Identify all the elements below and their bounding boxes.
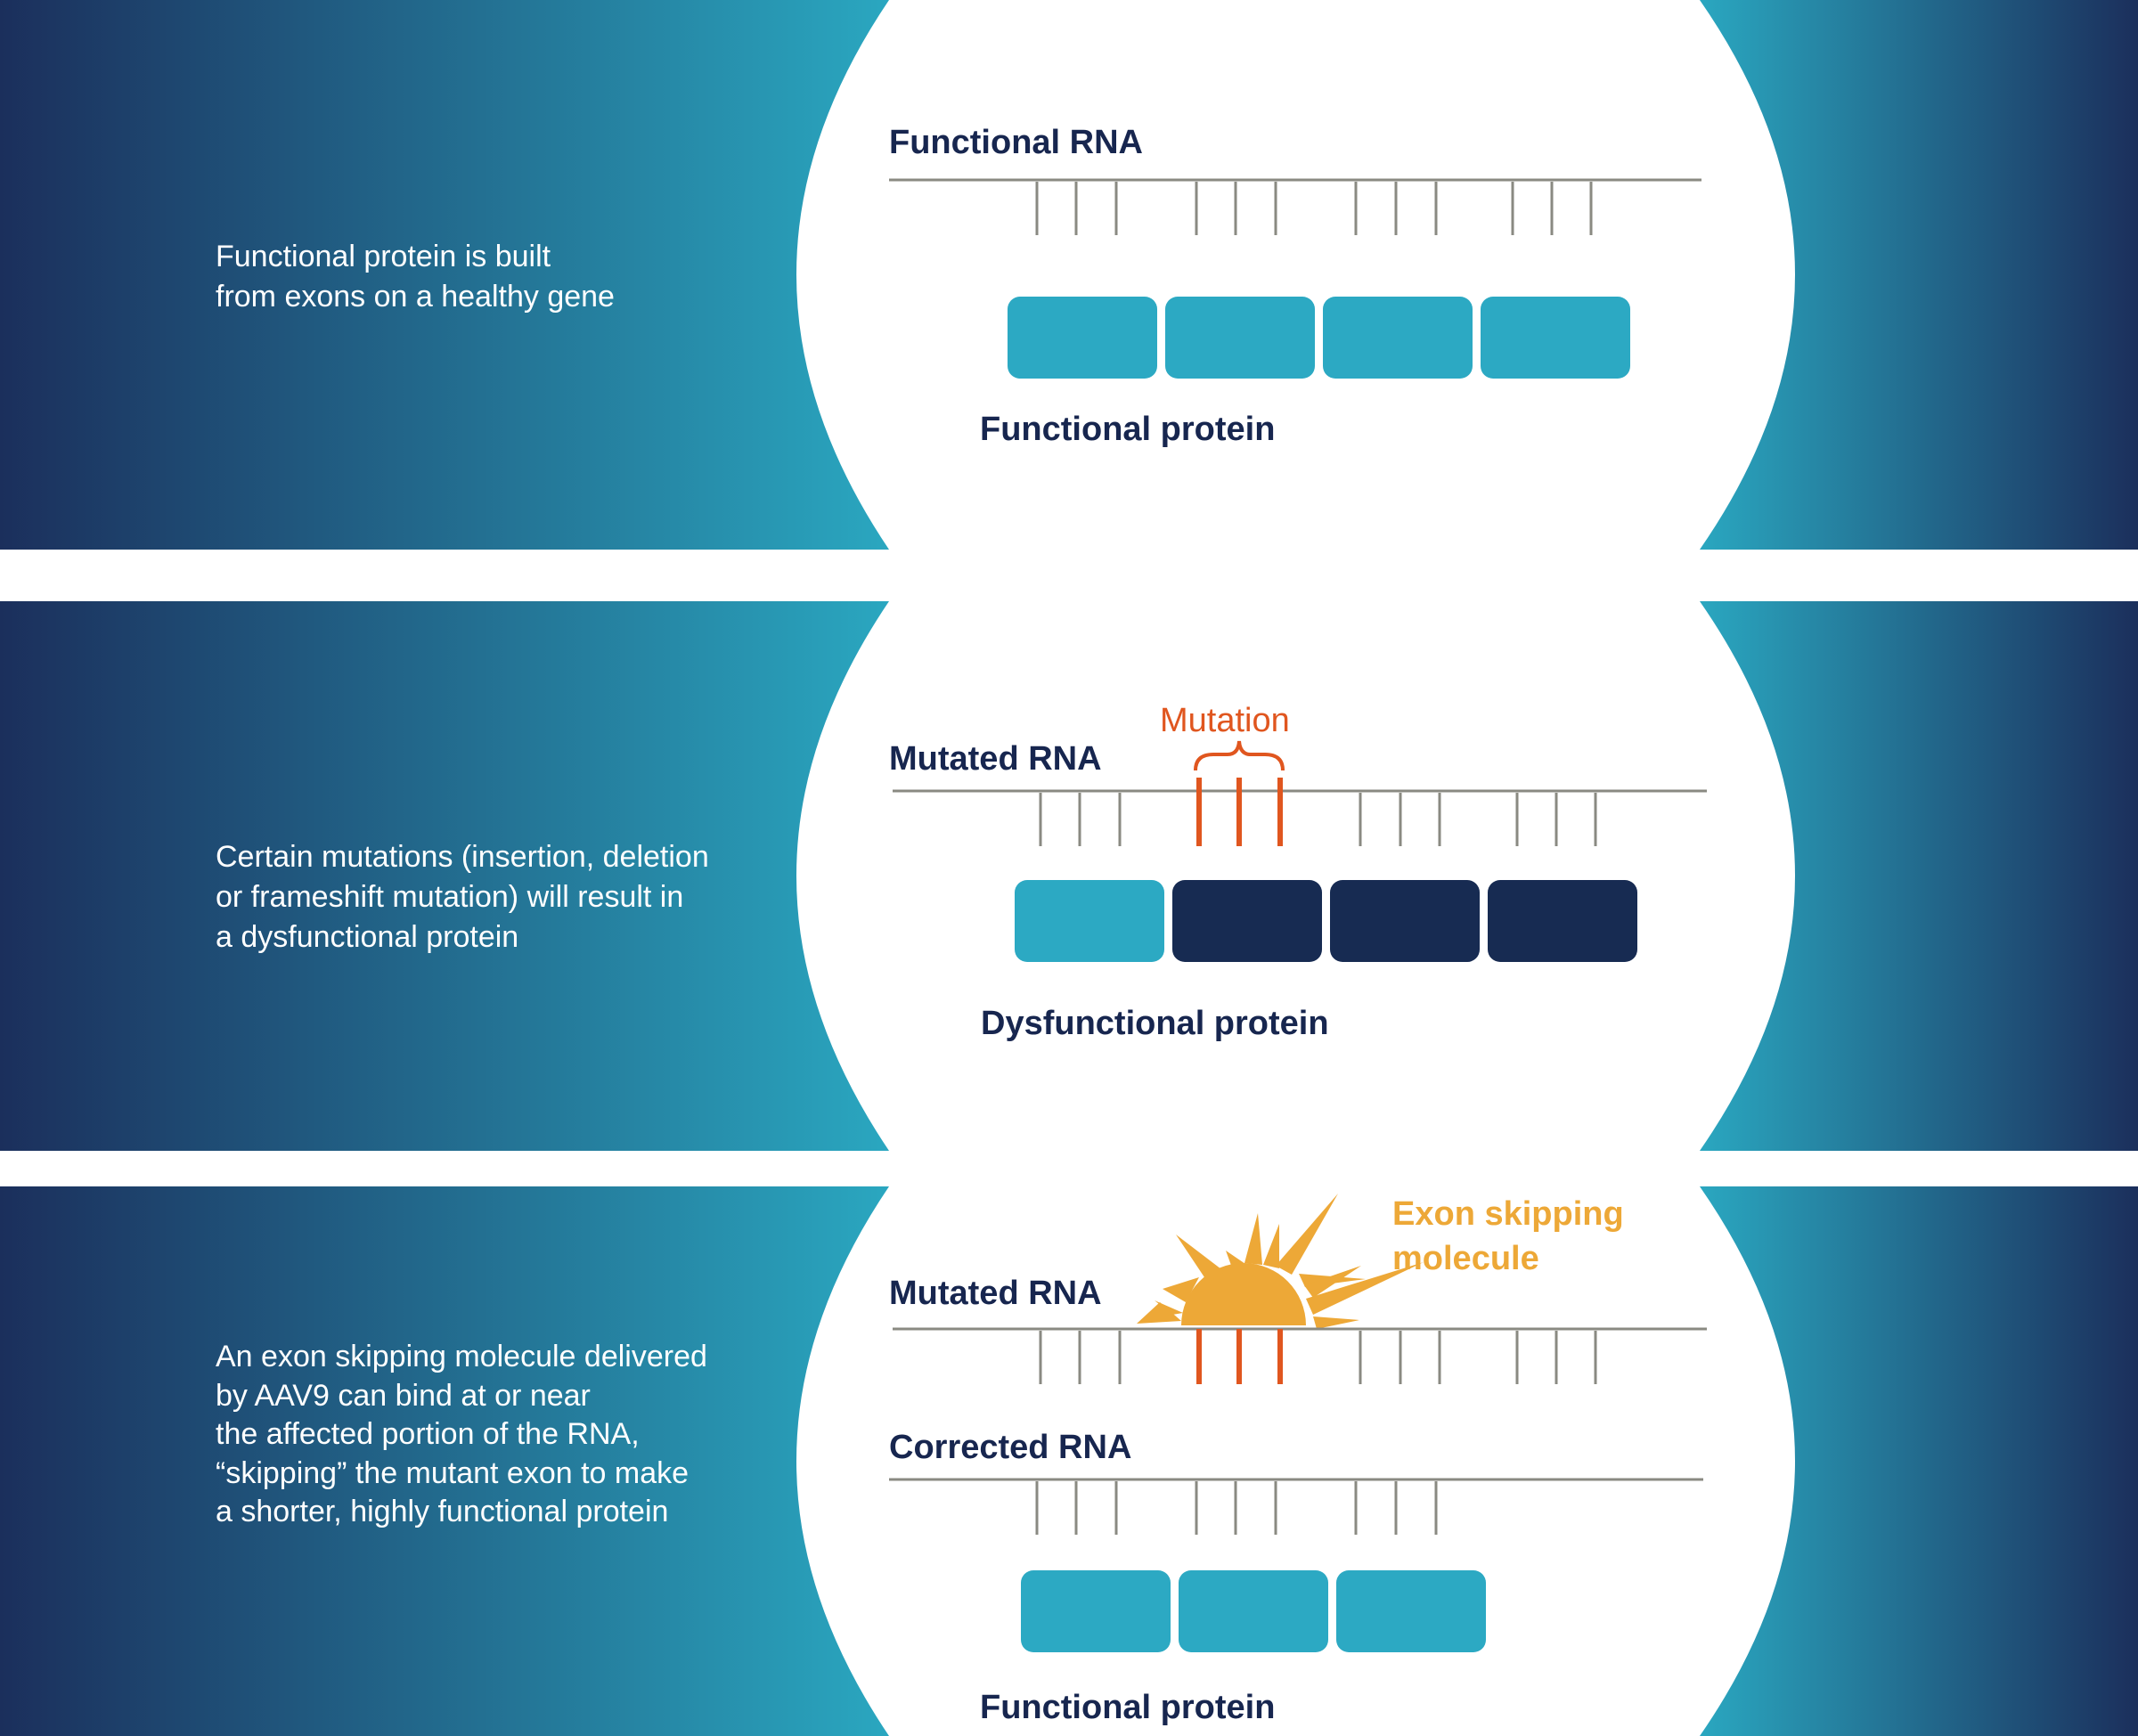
description-line: “skipping” the mutant exon to make	[216, 1455, 690, 1490]
corrected-rna-ticks	[1035, 1481, 1438, 1535]
panel-exon-skipping: Exon skipping molecule Mutated RNA Corre…	[0, 1186, 2138, 1736]
mutation-ticks	[1196, 778, 1283, 846]
corrected-rna-label: Corrected RNA	[889, 1429, 1131, 1466]
exon-block	[1165, 297, 1315, 379]
panel-description: Certain mutations (insertion, deletion o…	[216, 837, 709, 958]
description-line: Certain mutations (insertion, deletion	[216, 840, 709, 874]
molecule-label: molecule	[1392, 1240, 1539, 1277]
description-line: by AAV9 can bind at or near	[216, 1378, 591, 1413]
rna-label: Mutated RNA	[889, 740, 1102, 778]
exon-block	[1008, 297, 1157, 379]
description-line: Functional protein is built	[216, 240, 551, 273]
panel-mutated-gene: Mutation Mutated RNA Dysfunctional prote…	[0, 601, 2138, 1151]
exon-skipping-molecule-icon	[1137, 1194, 1424, 1329]
protein-label: Functional protein	[980, 411, 1275, 448]
rna-ticks	[1039, 1331, 1597, 1384]
exon-block-dysfunctional	[1172, 880, 1322, 962]
exon-block-dysfunctional	[1488, 880, 1637, 962]
exon-block	[1179, 1570, 1328, 1652]
exon-block	[1481, 297, 1630, 379]
rna-ticks	[1039, 793, 1597, 846]
panel-background: Mutation Mutated RNA Dysfunctional prote…	[0, 601, 2138, 1151]
rna-label: Mutated RNA	[889, 1275, 1102, 1312]
mutation-ticks	[1196, 1329, 1283, 1384]
rna-ticks	[1035, 182, 1593, 235]
exon-block	[1021, 1570, 1171, 1652]
exon-block	[1336, 1570, 1486, 1652]
description-line: the affected portion of the RNA,	[216, 1417, 640, 1451]
description-line: or frameshift mutation) will result in	[216, 880, 684, 914]
description-line: a shorter, highly functional protein	[216, 1495, 669, 1528]
exon-block-dysfunctional	[1330, 880, 1480, 962]
molecule-label: Exon skipping	[1392, 1195, 1624, 1233]
exon-block	[1015, 880, 1164, 962]
mutation-label: Mutation	[1160, 702, 1290, 739]
panel-background: Exon skipping molecule Mutated RNA Corre…	[0, 1186, 2138, 1736]
protein-label: Dysfunctional protein	[981, 1005, 1329, 1042]
panel-background: Functional RNA Functional protein	[0, 0, 2138, 550]
description-line: from exons on a healthy gene	[216, 280, 615, 314]
panel-description: Functional protein is built from exons o…	[216, 237, 615, 317]
panel-healthy-gene: Functional RNA Functional protein Functi…	[0, 0, 2138, 550]
mutation-brace-icon	[1194, 740, 1285, 771]
description-line: a dysfunctional protein	[216, 920, 519, 954]
rna-label: Functional RNA	[889, 124, 1143, 161]
description-line: An exon skipping molecule delivered	[216, 1340, 707, 1373]
panel-description: An exon skipping molecule delivered by A…	[216, 1338, 707, 1532]
protein-label: Functional protein	[980, 1689, 1275, 1726]
exon-block	[1323, 297, 1473, 379]
